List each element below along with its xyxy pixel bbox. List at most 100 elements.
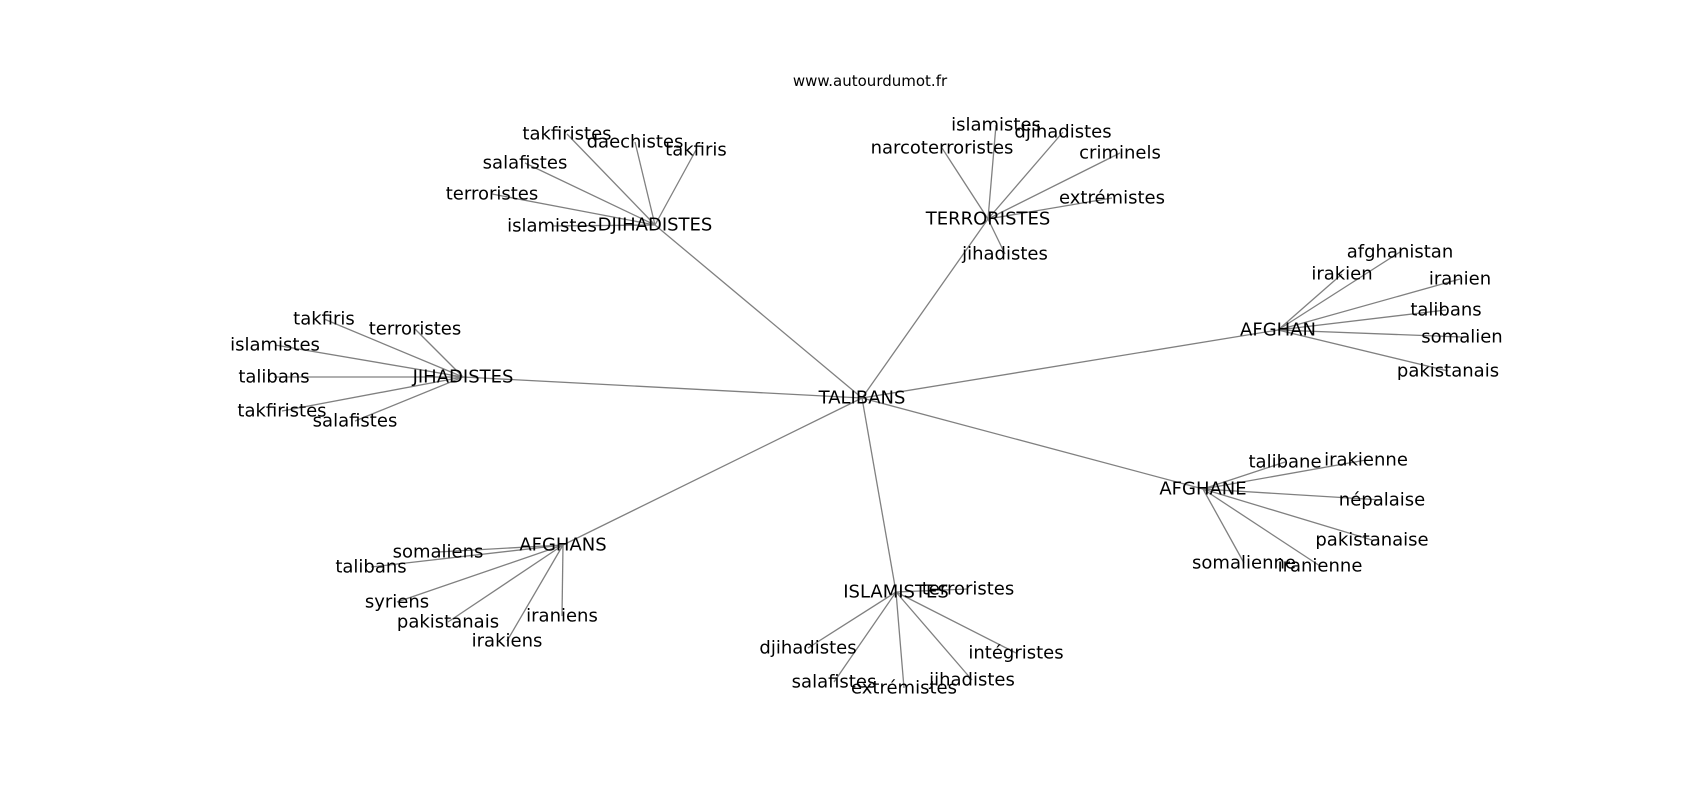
word-node: terroristes: [446, 184, 539, 205]
word-node: afghanistan: [1347, 242, 1454, 263]
edge-islamistes-1: [807, 591, 897, 649]
edge-afghane-4: [1202, 488, 1245, 564]
word-node: jihadistes: [961, 244, 1048, 265]
edge-afghan-4: [1277, 329, 1463, 338]
edge-afghans-4: [561, 544, 564, 617]
edge-terroristes-2: [941, 147, 989, 220]
word-node: népalaise: [1339, 490, 1425, 511]
edge-islamistes-2: [895, 591, 1017, 654]
word-node: intégristes: [968, 643, 1063, 664]
word-node: pakistanaise: [1315, 530, 1428, 551]
edge-djihadistes-3: [524, 162, 656, 226]
edge-djihadistes-5: [551, 224, 656, 227]
edge-terroristes-5: [987, 218, 1006, 255]
hub-node-afghans: AFGHANS: [519, 535, 606, 556]
edge-afghane-2: [1202, 488, 1383, 501]
word-node: talibans: [238, 367, 309, 388]
hub-node-jihadistes: JIHADISTES: [412, 367, 514, 388]
word-node: extrémistes: [1059, 188, 1165, 209]
center-node-label: TALIBANS: [818, 388, 906, 409]
word-node: salafistes: [483, 153, 568, 174]
edge-afghans-5: [506, 544, 564, 642]
hub-node-islamistes: ISLAMISTES: [843, 582, 949, 603]
edge-center-terroristes: [861, 218, 989, 399]
hub-node-afghan: AFGHAN: [1240, 320, 1316, 341]
word-node: criminels: [1079, 143, 1161, 164]
edge-afghans-3: [447, 544, 564, 623]
edge-afghane-1: [1202, 459, 1367, 490]
word-node: talibane: [1248, 452, 1321, 473]
hub-node-terroristes: TERRORISTES: [925, 209, 1051, 230]
edge-afghan-3: [1277, 309, 1447, 331]
watermark: www.autourdumot.fr: [792, 72, 948, 90]
hub-node-afghane: AFGHANE: [1159, 479, 1246, 500]
word-node: talibans: [335, 557, 406, 578]
word-node: irakien: [1311, 264, 1372, 285]
edge-djihadistes-2: [654, 149, 697, 226]
edge-jihadistes-0: [323, 318, 464, 378]
edge-afghans-2: [396, 544, 564, 603]
word-node: somalien: [1421, 327, 1502, 348]
word-node: talibans: [1410, 300, 1481, 321]
edge-afghane-0: [1202, 461, 1286, 490]
word-node: salafistes: [313, 411, 398, 432]
edge-afghan-2: [1277, 278, 1461, 331]
edge-afghane-5: [1202, 488, 1321, 567]
edge-islamistes-5: [895, 591, 905, 689]
word-node: extrémistes: [851, 678, 957, 699]
edge-afghan-0: [1277, 251, 1401, 331]
edge-afghan-5: [1277, 329, 1449, 372]
edge-center-afghan: [861, 329, 1279, 399]
edge-djihadistes-0: [566, 133, 656, 226]
word-node: jihadistes: [928, 670, 1015, 691]
word-node: irakienne: [1324, 450, 1408, 471]
word-node: takfiristes: [522, 124, 611, 145]
word-node: iraniens: [526, 606, 598, 627]
hub-node-djihadistes: DJIHADISTES: [598, 215, 713, 236]
word-node: irakiens: [472, 631, 543, 652]
word-node: narcoterroristes: [871, 138, 1014, 159]
edge-jihadistes-1: [414, 328, 464, 378]
word-node: terroristes: [369, 319, 462, 340]
word-node: daechistes: [587, 132, 684, 153]
edge-afghan-1: [1277, 273, 1343, 331]
edge-terroristes-4: [987, 197, 1113, 220]
word-node: somaliens: [393, 542, 484, 563]
edge-terroristes-0: [987, 124, 997, 220]
edge-djihadistes-4: [491, 193, 656, 226]
edge-jihadistes-2: [274, 344, 464, 378]
word-node: takfiristes: [237, 401, 326, 422]
edge-islamistes-0: [895, 588, 969, 593]
word-node: iranien: [1429, 269, 1491, 290]
word-node: somalienne: [1192, 553, 1296, 574]
word-node: pakistanais: [1397, 361, 1499, 382]
word-node: islamistes: [951, 115, 1041, 136]
edge-jihadistes-4: [281, 376, 464, 412]
word-node: islamistes: [230, 335, 320, 356]
edge-islamistes-4: [895, 591, 973, 681]
word-node: terroristes: [922, 579, 1015, 600]
edge-terroristes-3: [987, 152, 1121, 220]
word-node: pakistanais: [397, 612, 499, 633]
edge-djihadistes-1: [634, 141, 656, 226]
word-node: takfiris: [665, 140, 727, 161]
word-node: syriens: [365, 592, 429, 613]
edge-afghane-3: [1202, 488, 1373, 541]
word-node: islamistes: [507, 216, 597, 237]
edge-center-islamistes: [861, 397, 897, 593]
edge-center-djihadistes: [654, 224, 863, 399]
word-node: takfiris: [293, 309, 355, 330]
edge-center-afghane: [861, 397, 1204, 490]
edge-center-afghans: [562, 397, 863, 546]
word-node: salafistes: [792, 672, 877, 693]
word-node: djihadistes: [759, 638, 856, 659]
edge-islamistes-3: [833, 591, 897, 683]
edge-jihadistes-5: [354, 376, 464, 422]
edge-terroristes-1: [987, 131, 1064, 220]
word-node: iranienne: [1278, 556, 1363, 577]
edge-afghans-1: [370, 544, 564, 568]
word-node: djihadistes: [1014, 122, 1111, 143]
edge-center-jihadistes: [462, 376, 863, 399]
